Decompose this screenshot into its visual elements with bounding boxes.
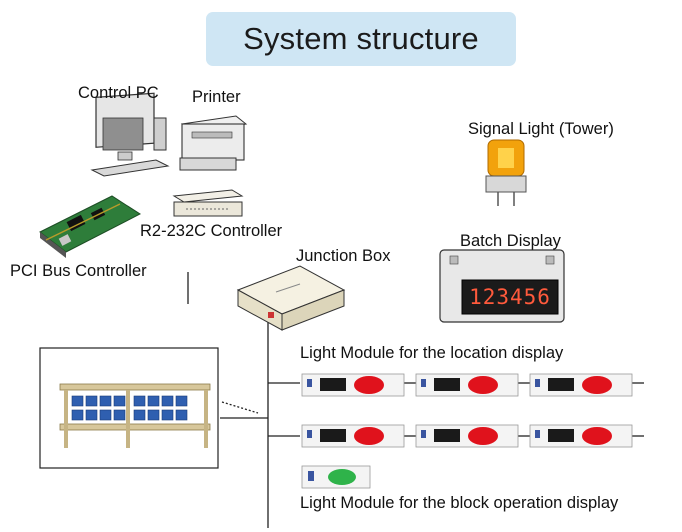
rs232-controller-icon (172, 189, 244, 217)
label-batch-display: Batch Display (460, 232, 561, 250)
light-module (301, 424, 405, 448)
storage-bins (71, 395, 188, 421)
title-box: System structure (206, 12, 516, 66)
block-operation-module (301, 465, 371, 489)
control-pc-icon (90, 92, 170, 177)
label-light-module-location: Light Module for the location display (300, 344, 564, 362)
batch-display-digits: 123456 (469, 285, 551, 309)
light-module (529, 424, 633, 448)
label-control-pc: Control PC (78, 84, 159, 102)
light-module (529, 373, 633, 397)
shelf-area (39, 347, 219, 469)
label-printer: Printer (192, 88, 241, 106)
light-module (301, 373, 405, 397)
label-light-module-block: Light Module for the block operation dis… (300, 494, 619, 512)
light-module (415, 373, 519, 397)
pci-card-icon (39, 195, 142, 258)
junction-box-icon (236, 265, 346, 331)
batch-display-icon (439, 249, 565, 323)
label-junction-box: Junction Box (296, 247, 391, 265)
printer-icon (179, 115, 248, 171)
diagram-title: System structure (243, 21, 479, 56)
connector-lines (187, 272, 644, 528)
label-rs232-controller: R2-232C Controller (140, 222, 283, 240)
signal-light-icon (485, 139, 527, 206)
light-module (415, 424, 519, 448)
label-signal-light: Signal Light (Tower) (468, 120, 614, 138)
label-pci-bus-controller: PCI Bus Controller (10, 262, 147, 280)
